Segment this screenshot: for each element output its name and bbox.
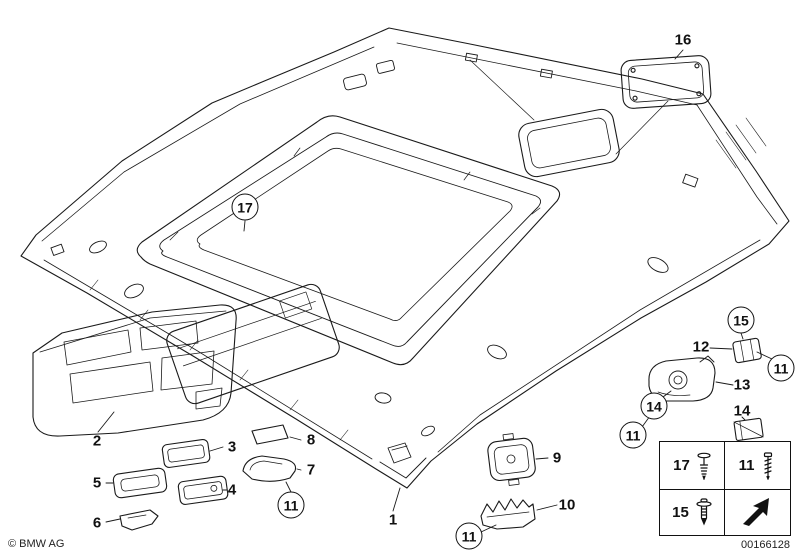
legend-label-15: 15 [672,503,689,521]
part-2-overhead-console [32,304,237,437]
part-6-clip [119,509,159,531]
legend-label-11: 11 [738,457,755,474]
callout-10[interactable]: 10 [558,496,576,514]
legend-horizontal-divider [660,489,790,490]
callout-12[interactable]: 12 [692,338,710,356]
direction-arrow-icon [743,498,769,526]
callout-15-circled[interactable]: 15 [727,306,755,334]
legend-item-11: 11 [724,442,790,489]
part-9-dome-light [487,433,536,486]
part-7-grab-handle [242,455,297,482]
part-16-cover-panel [620,55,712,109]
callout-16[interactable]: 16 [674,31,692,49]
callout-14[interactable]: 14 [733,402,751,420]
callout-6[interactable]: 6 [92,514,102,532]
legend-item-17: 17 [660,442,724,489]
rivet-icon [697,452,711,480]
console-recess [166,283,340,405]
part-4-lamp [177,475,229,505]
callout-8[interactable]: 8 [306,431,316,449]
callout-5[interactable]: 5 [92,474,102,492]
legend-direction-cell [724,489,790,535]
document-number: 00166128 [741,539,790,551]
rear-roof-cutout [518,108,620,178]
legend-label-17: 17 [673,457,690,474]
callout-17-circled[interactable]: 17 [231,193,259,221]
callout-9[interactable]: 9 [552,449,562,467]
callout-11-circled[interactable]: 11 [455,522,483,550]
part-5-frame [112,467,168,499]
copyright-text: © BMW AG [8,538,65,550]
part-12-clip [732,337,762,364]
headliner-panel [20,27,790,489]
callout-7[interactable]: 7 [306,461,316,479]
leader-lines [97,49,773,533]
callout-11-circled[interactable]: 11 [767,354,795,382]
part-14-clip [733,417,764,442]
callout-13[interactable]: 13 [733,376,751,394]
callout-11-circled[interactable]: 11 [619,421,647,449]
callout-1[interactable]: 1 [388,511,398,529]
legend-item-15: 15 [660,489,724,535]
part-3-lamp [161,439,211,468]
legend-vertical-divider [724,442,725,535]
sunroof-frame [136,115,561,366]
fastener-legend-box: 17 11 15 [659,441,791,536]
callout-3[interactable]: 3 [227,438,237,456]
callout-4[interactable]: 4 [227,481,237,499]
part-8-pad [251,424,289,445]
part-10-bracket [480,498,536,530]
callout-11-circled[interactable]: 11 [277,491,305,519]
callout-2[interactable]: 2 [92,432,102,450]
screw-icon [764,451,773,480]
headliner-detail-features [50,52,699,464]
pin-icon [696,498,712,526]
callout-14-circled[interactable]: 14 [640,392,668,420]
